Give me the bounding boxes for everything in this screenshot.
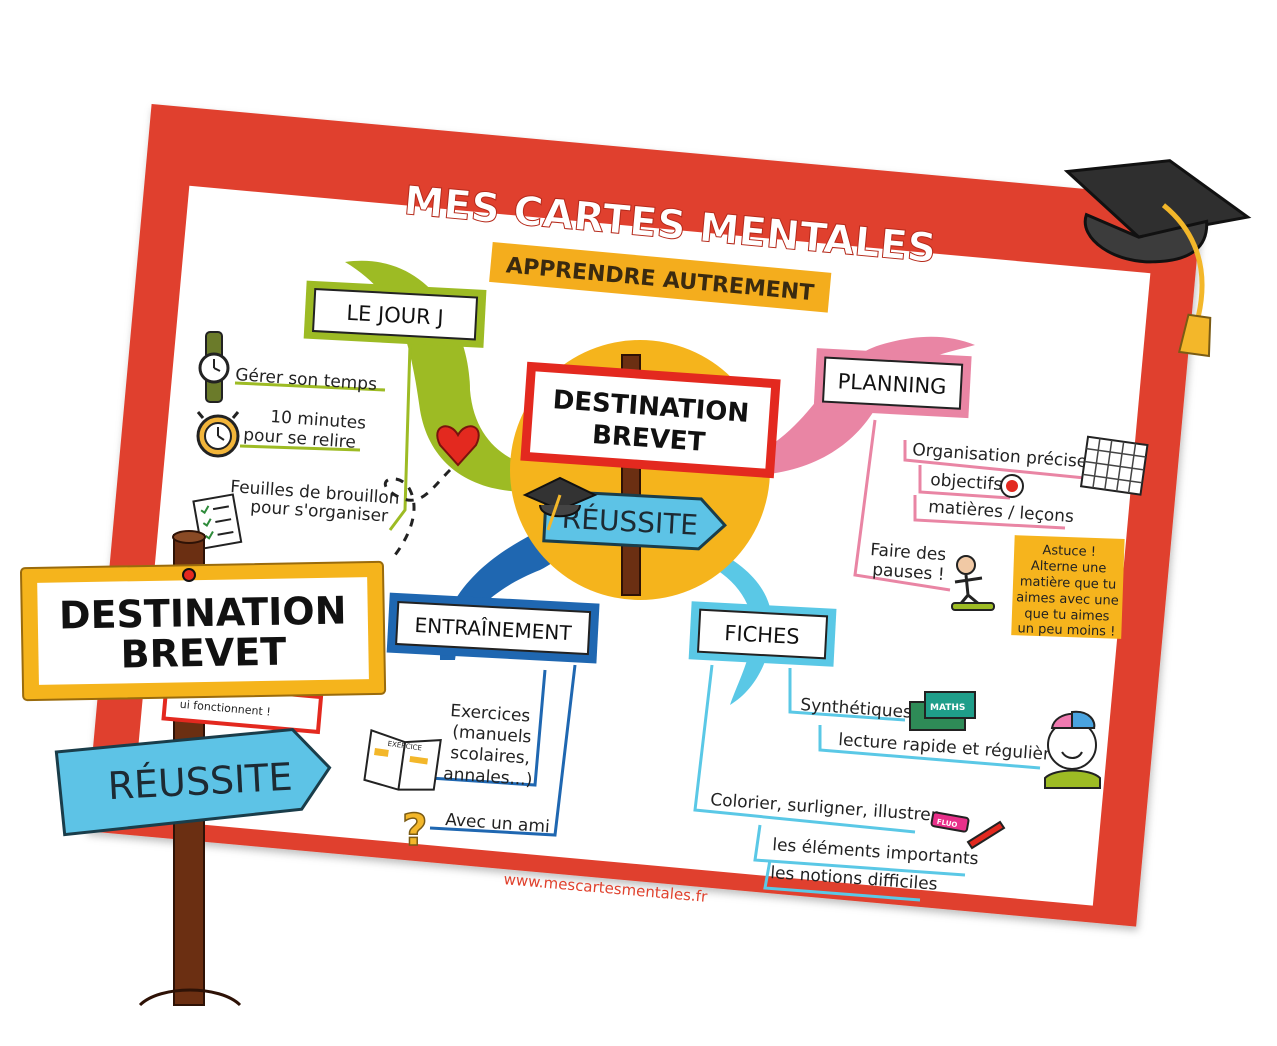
foreground-arrow-sign [54,728,332,837]
fiches-connectors [693,664,1041,902]
heart-icon [436,425,480,467]
label-fiches: FICHES [724,621,800,649]
dashed-link [383,468,452,556]
books-icon: MATHS [909,691,976,731]
center-sign [520,361,781,479]
planning-connectors [853,419,1086,592]
calendar-icon [1079,435,1149,496]
label-planning: PLANNING [837,369,947,399]
jour-j-connectors [234,344,412,531]
entrainement-connectors [429,664,577,837]
tip-line-5: que tu aimes [1024,607,1110,625]
graduation-cap-icon [1063,159,1252,358]
foreground-sign-line2: BREVET [120,630,286,677]
sign-nail [182,568,196,582]
tip-sticky-note [1011,535,1125,639]
marker-label: FLUO [936,818,958,829]
tip-line-4: aimes avec une [1016,590,1119,609]
tip-line-6: un peu moins ! [1017,621,1115,639]
center-arrow-label: RÉUSSITE [561,501,699,542]
brain-head-icon [1044,710,1101,789]
exercise-book-icon: EXERCICE [363,728,442,791]
tip-line-1: Astuce ! [1042,543,1096,560]
question-mark-icon: ? [402,805,428,856]
books-label: MATHS [930,703,965,713]
highlighter-pen-icon: FLUO [930,811,1006,850]
foreground-sign-line1: DESTINATION [59,588,347,637]
foreground-arrow-label: RÉUSSITE [107,755,294,809]
small-graduation-cap-icon [522,476,598,531]
tip-line-2: Alterne une [1031,559,1107,577]
alarm-clock-icon [196,411,240,458]
skateboarder-icon [951,555,995,611]
watch-icon [198,331,230,403]
center-arrow-sign [542,489,727,551]
subtitle-banner [489,242,832,313]
label-jour-j: LE JOUR J [346,301,444,330]
branch-ribbon-fiches [700,550,773,705]
target-icon [1000,474,1024,498]
tip-line-3: matière que tu [1020,574,1117,592]
